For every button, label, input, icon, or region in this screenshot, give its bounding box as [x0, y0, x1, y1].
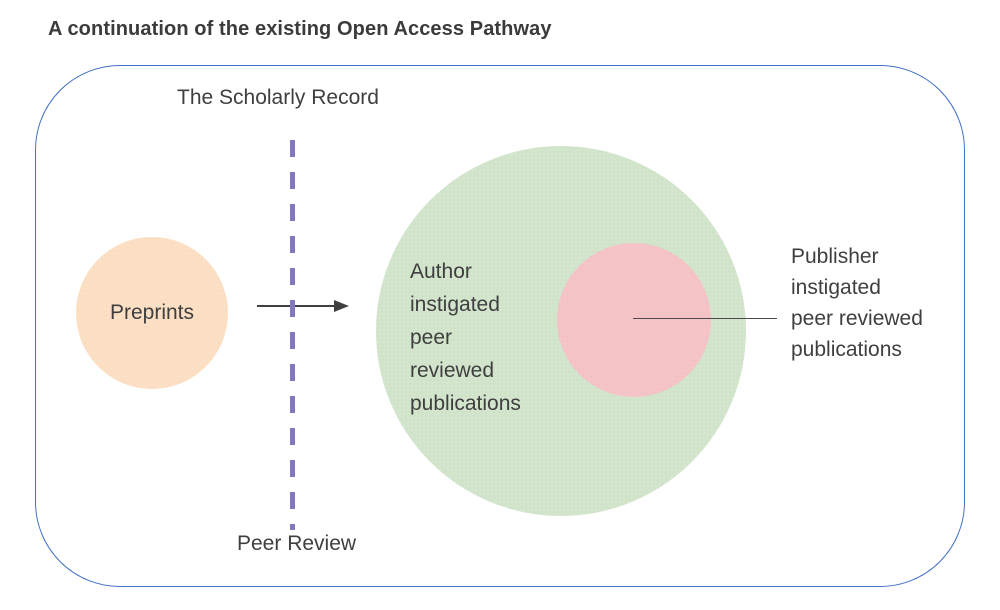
preprints-circle: Preprints: [76, 237, 228, 389]
author-publications-label: Author instigated peer reviewed publicat…: [410, 260, 521, 415]
arrow-head: [334, 300, 349, 312]
scholarly-record-label: The Scholarly Record: [177, 86, 379, 109]
publisher-publications-circle: [557, 243, 711, 397]
publisher-leader-line: [633, 318, 777, 320]
page-title: A continuation of the existing Open Acce…: [48, 18, 552, 40]
peer-review-divider-line: [290, 140, 295, 530]
peer-review-label: Peer Review: [237, 532, 357, 555]
preprints-label: Preprints: [109, 301, 195, 324]
arrow-right-icon: [257, 298, 349, 314]
arrow-shaft: [257, 305, 337, 307]
publisher-publications-label: Publisher instigated peer reviewed publi…: [791, 245, 923, 361]
